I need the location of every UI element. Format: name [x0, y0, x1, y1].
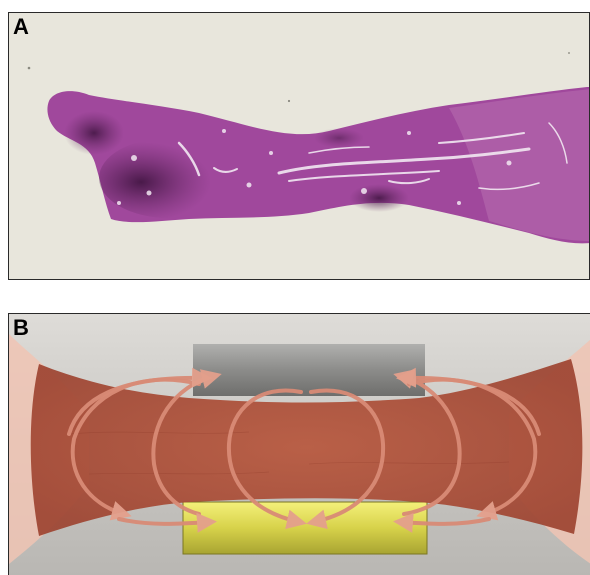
histology-section-image — [9, 13, 590, 280]
panel-b: B — [8, 313, 590, 575]
bottom-electrode-plate — [183, 502, 427, 554]
panel-label-a: A — [13, 16, 29, 38]
panel-a: A — [8, 12, 590, 280]
top-electrode-plate — [193, 344, 425, 396]
electrode-diagram — [9, 314, 590, 575]
panel-label-b: B — [13, 317, 29, 339]
